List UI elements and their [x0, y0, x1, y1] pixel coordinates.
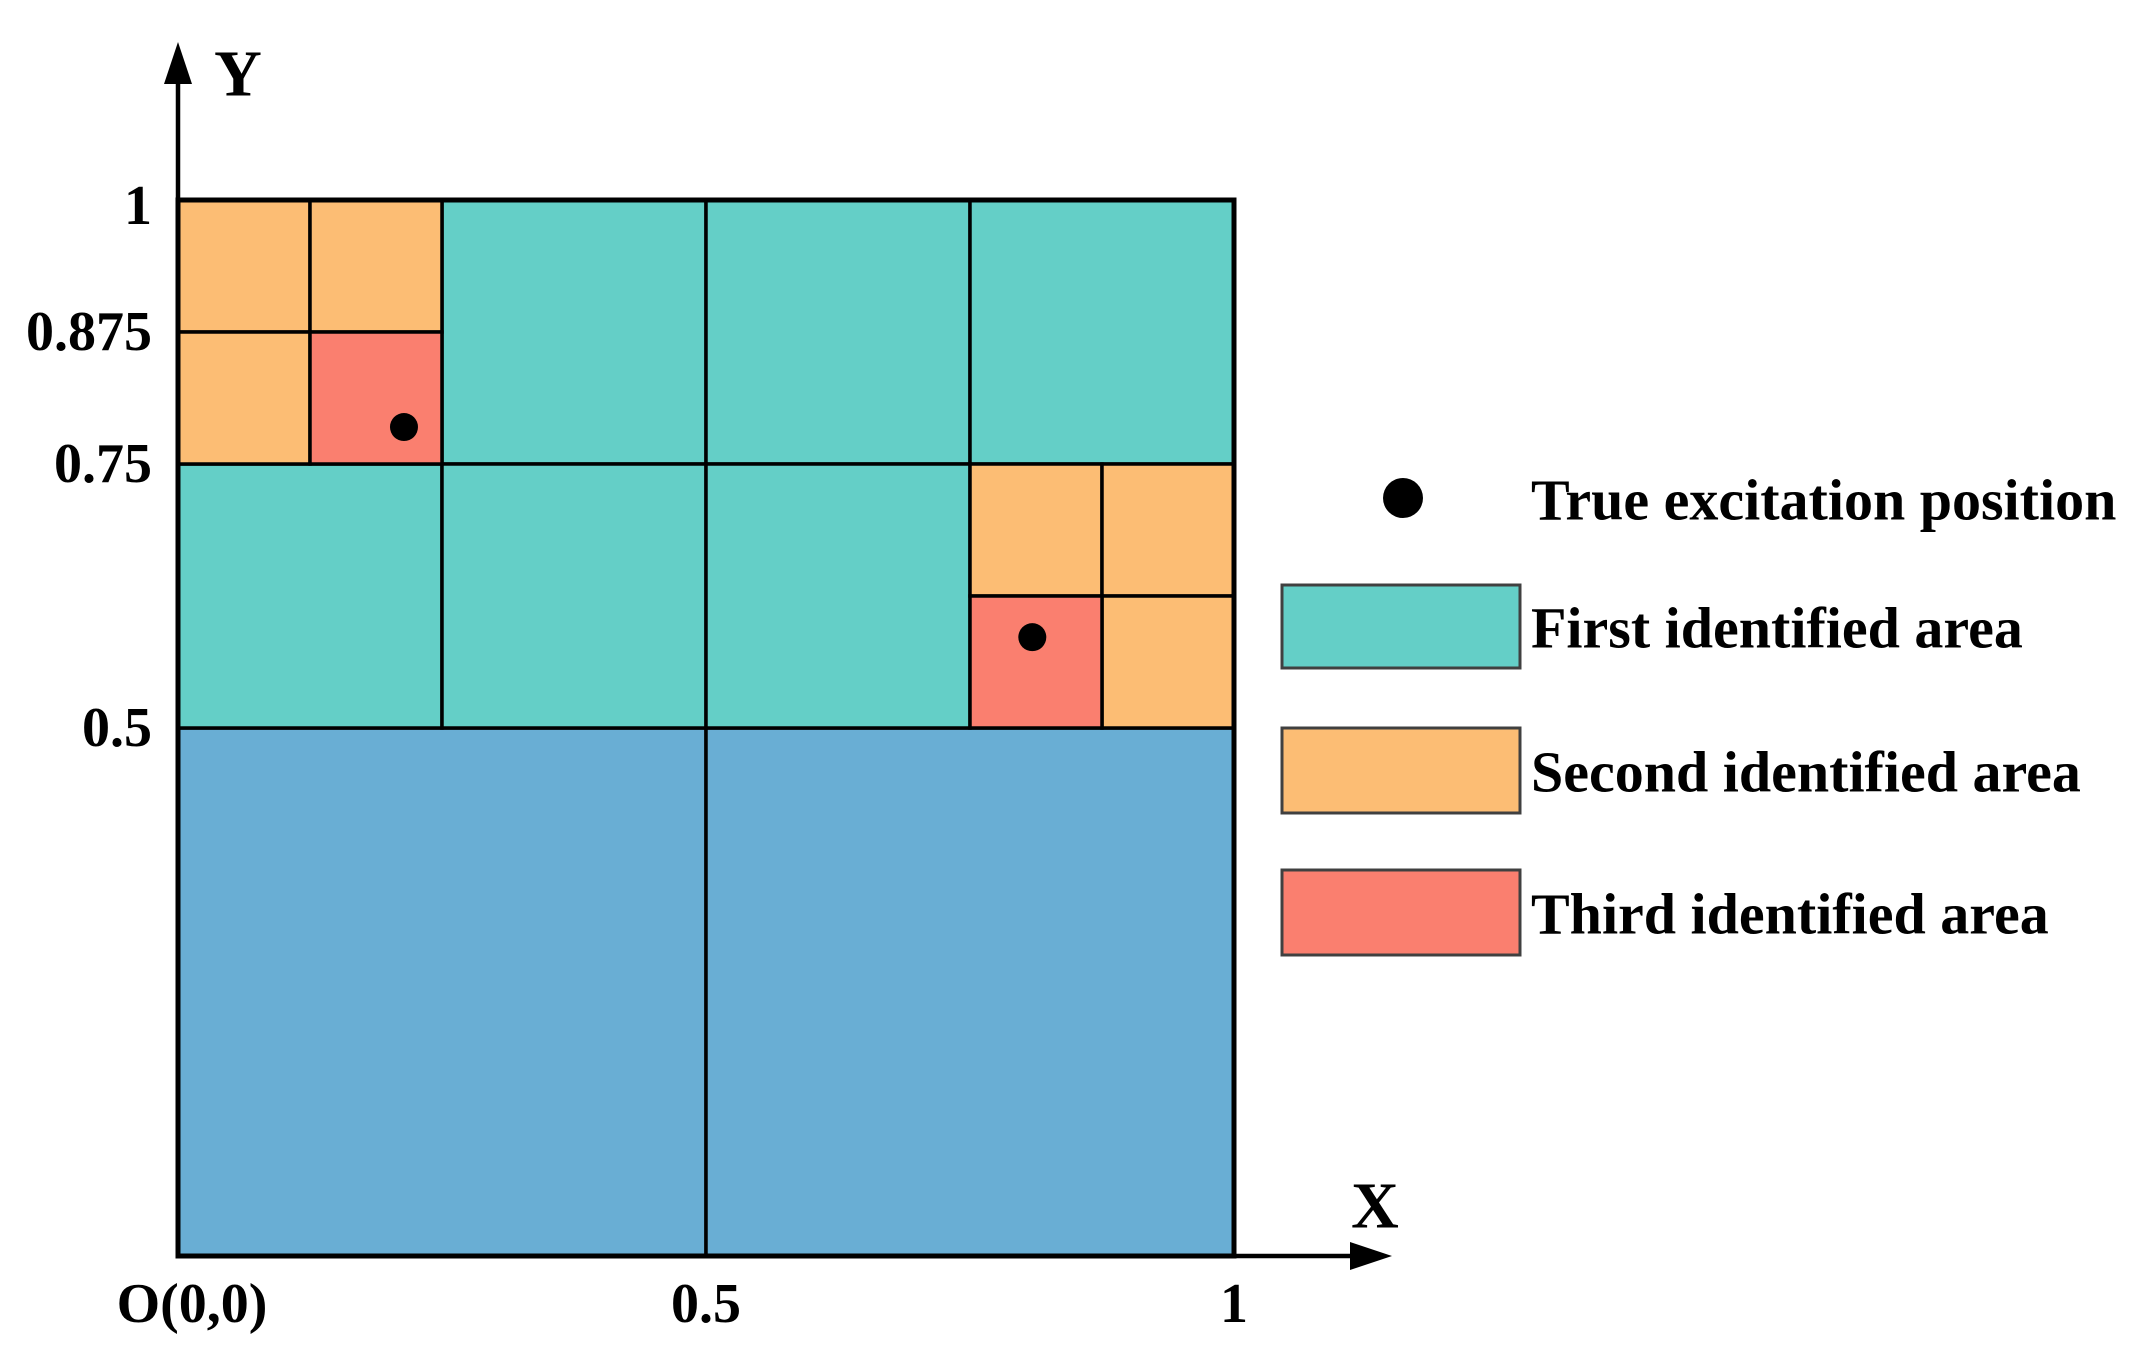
region-second — [968, 462, 1104, 598]
x-tick-labels: O(0,0) 0.5 1 — [117, 1273, 1248, 1335]
region-second — [1100, 594, 1236, 730]
true-position-dot — [389, 413, 418, 442]
region-remaining — [704, 726, 1236, 1258]
region-first — [176, 462, 444, 730]
region-third — [968, 594, 1104, 730]
y-tick-labels: 1 0.875 0.75 0.5 — [26, 175, 152, 759]
x-tick-05: 0.5 — [671, 1273, 741, 1335]
true-position-dot — [1018, 623, 1047, 652]
region-second — [176, 198, 312, 334]
legend-swatch-second-area — [1280, 726, 1522, 815]
region-first — [440, 198, 708, 466]
region-second — [1100, 462, 1236, 598]
region-second — [176, 330, 312, 466]
origin-label: O(0,0) — [117, 1273, 268, 1335]
legend-swatch-first-area — [1280, 583, 1522, 670]
y-tick-1: 1 — [124, 175, 152, 237]
region-first — [704, 198, 972, 466]
x-axis: X — [178, 1170, 1399, 1270]
legend-dot-marker — [1383, 478, 1423, 518]
region-first — [440, 462, 708, 730]
y-axis: Y — [164, 38, 262, 1256]
region-third — [308, 330, 444, 466]
y-tick-05: 0.5 — [82, 697, 152, 759]
legend-label-first-area: First identified area — [1531, 596, 2023, 661]
y-axis-label: Y — [214, 38, 262, 111]
legend-label-true-position: True excitation position — [1531, 468, 2116, 533]
x-axis-arrow-icon — [1350, 1242, 1392, 1270]
x-axis-label: X — [1351, 1170, 1399, 1243]
y-tick-075: 0.75 — [54, 433, 152, 495]
legend-swatch-third-area — [1280, 868, 1522, 957]
region-first — [968, 198, 1236, 466]
y-axis-arrow-icon — [164, 42, 192, 84]
y-tick-0875: 0.875 — [26, 301, 152, 363]
region-first — [704, 462, 972, 730]
legend-label-second-area: Second identified area — [1531, 740, 2081, 805]
legend: True excitation position First identifie… — [1280, 468, 2116, 957]
region-remaining — [176, 726, 708, 1258]
plot-regions — [176, 198, 1236, 1258]
x-tick-1: 1 — [1220, 1273, 1248, 1335]
legend-label-third-area: Third identified area — [1531, 882, 2049, 947]
region-second — [308, 198, 444, 334]
